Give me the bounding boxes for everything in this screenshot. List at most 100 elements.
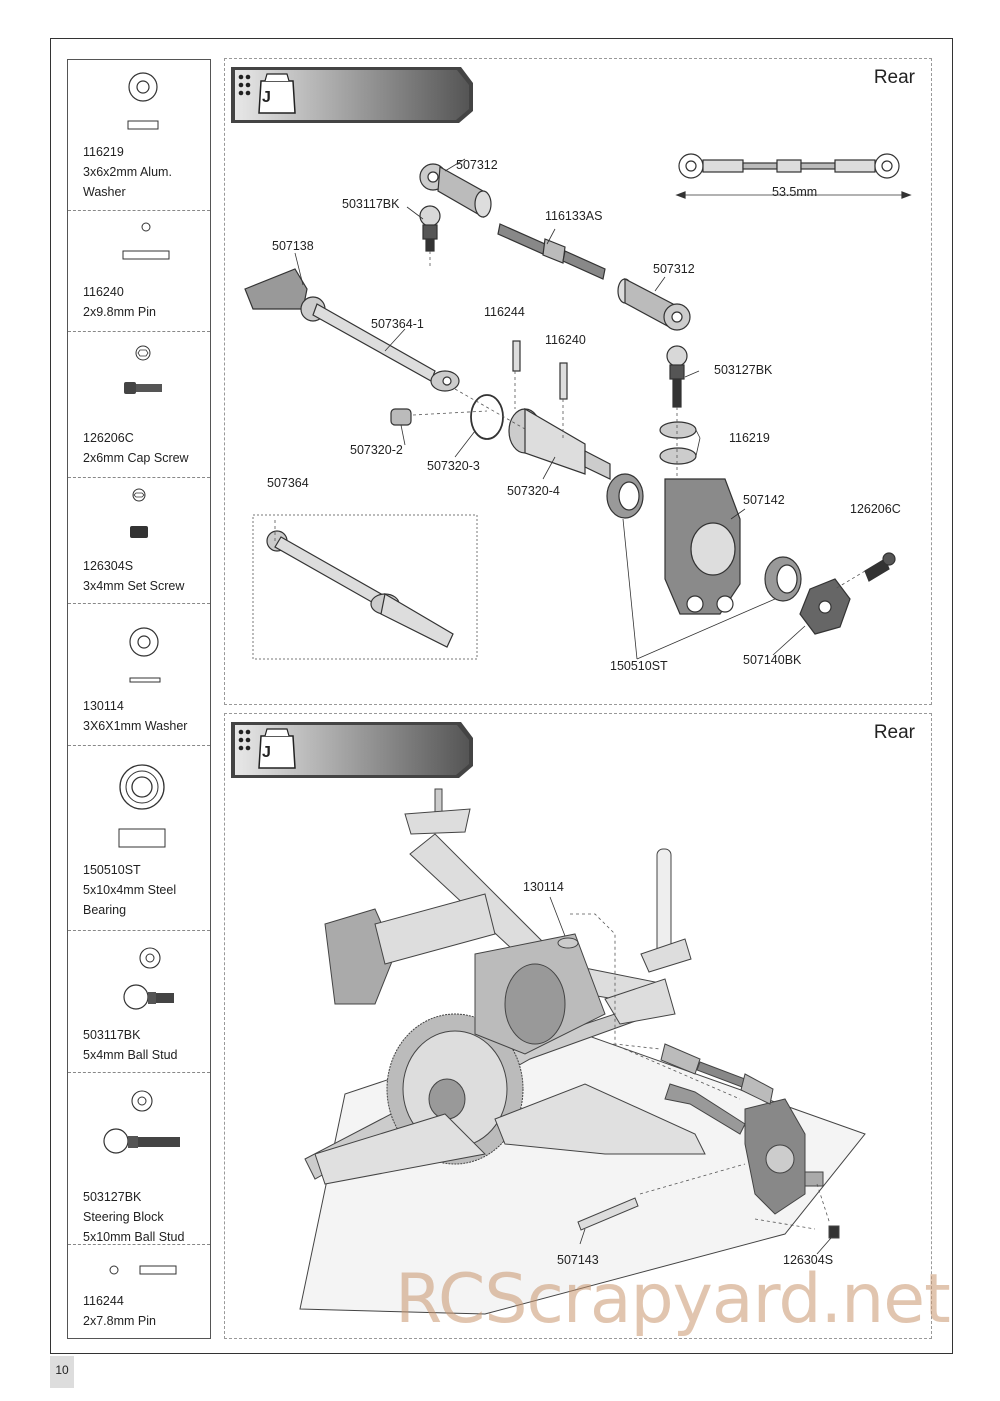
label-126206C: 126206C (850, 502, 901, 516)
bearing-150510ST (764, 556, 802, 602)
bag-letter: J (262, 744, 271, 761)
part-code: 503127BK (83, 1190, 142, 1204)
label-507364: 507364 (267, 476, 309, 490)
cup-507320-2 (390, 408, 412, 426)
bag-icon (258, 73, 296, 114)
part-116240: 116240 2x9.8mm Pin (68, 211, 210, 332)
part-desc: 5x4mm Ball Stud (83, 1048, 178, 1062)
pin-icon (109, 1265, 177, 1275)
part-desc: 2x7.8mm Pin (83, 1314, 156, 1328)
driveshaft-507364 (266, 530, 454, 648)
set-screw-126304S (828, 1225, 840, 1239)
label-116219: 116219 (729, 431, 770, 445)
part-desc: 2x9.8mm Pin (83, 305, 156, 319)
step-panel-2: J Rear (224, 713, 932, 1339)
label-507320-3: 507320-3 (427, 459, 480, 473)
part-code: 150510ST (83, 863, 141, 877)
left-hub-assembly (324, 893, 496, 1005)
part-116244: 116244 2x7.8mm Pin (68, 1245, 210, 1338)
washer-icon (127, 72, 159, 130)
rod-end-507312 (617, 278, 691, 331)
part-code: 126304S (83, 559, 134, 573)
gearbox (474, 933, 606, 1055)
page-number: 10 (50, 1356, 74, 1388)
label-507140BK: 507140BK (743, 653, 802, 667)
bag-dots-icon (238, 74, 251, 96)
label-507320-4: 507320-4 (507, 484, 560, 498)
pin-507143 (577, 1197, 639, 1231)
label-116240: 116240 (545, 333, 586, 347)
label-507312: 507312 (653, 262, 695, 276)
label-116133AS: 116133AS (545, 209, 603, 223)
bag-letter: J (262, 89, 271, 106)
label-507138: 507138 (272, 239, 314, 253)
label-507143: 507143 (557, 1253, 599, 1267)
suspension-arm (494, 1083, 706, 1155)
label-507364-1: 507364-1 (371, 317, 424, 331)
part-code: 503117BK (83, 1028, 141, 1042)
part-desc: 3x6x2mm Alum. (83, 165, 172, 179)
ball-stud-503117BK (419, 205, 441, 252)
part-116219: 116219 3x6x2mm Alum. Washer (68, 60, 210, 211)
part-code: 116219 (83, 145, 124, 159)
bag-icon (258, 728, 296, 769)
part-code: 130114 (83, 699, 124, 713)
washer-116219 (659, 421, 697, 439)
bearing-150510ST (606, 473, 644, 519)
wheel-hex-507140BK (799, 578, 851, 635)
label-126304S: 126304S (783, 1253, 834, 1267)
label-116244: 116244 (484, 305, 525, 319)
rear-upper-brace (404, 788, 676, 1025)
cap-screw-126206C (864, 552, 896, 582)
part-126304S: 126304S 3x4mm Set Screw (68, 478, 210, 604)
label-503117BK: 503117BK (342, 197, 400, 211)
part-desc: 5x10mm Ball Stud (83, 1230, 185, 1244)
washer-116219 (659, 447, 697, 465)
parts-list: 116219 3x6x2mm Alum. Washer 116240 2x9.8… (67, 59, 211, 1339)
pin-icon (122, 222, 170, 260)
part-desc: 2x6mm Cap Screw (83, 451, 189, 465)
ball-stud-503127BK (666, 345, 688, 408)
set-screw-icon (130, 488, 148, 538)
part-503117BK: 503117BK 5x4mm Ball Stud (68, 931, 210, 1073)
step-panel-1: J Rear (224, 58, 932, 705)
part-503127BK: 503127BK Steering Block 5x10mm Ball Stud (68, 1073, 210, 1245)
part-desc: Bearing (83, 903, 127, 917)
body-post (640, 848, 692, 973)
rear-hub-carrier (744, 1098, 824, 1215)
page-frame (50, 38, 953, 1354)
pin-116244 (512, 340, 521, 372)
view-label: Rear (873, 67, 915, 88)
part-desc: 3X6X1mm Washer (83, 719, 188, 733)
clip-507320-3 (470, 394, 504, 440)
watermark: RCScrapyard.net (395, 1260, 951, 1339)
hub-carrier-507142 (664, 478, 741, 615)
part-desc: Steering Block (83, 1210, 164, 1224)
washer-130114 (557, 937, 579, 949)
bearing-icon (118, 764, 166, 848)
label-130114: 130114 (523, 880, 564, 894)
chassis-assembly-diagram (299, 788, 866, 1315)
part-code: 116240 (83, 285, 124, 299)
exploded-diagram (244, 153, 912, 660)
cap-screw-icon (124, 345, 162, 394)
turnbuckle-dimension-drawing (675, 153, 912, 199)
dimension-label: 53.5mm (772, 185, 818, 199)
ball-stud-icon (103, 1090, 180, 1154)
rod-end-507312 (419, 163, 492, 219)
turnbuckle-link (660, 1043, 774, 1135)
part-130114: 130114 3X6X1mm Washer (68, 604, 210, 746)
bag-dots-icon (238, 729, 251, 751)
part-desc: Washer (83, 185, 126, 199)
part-desc: 3x4mm Set Screw (83, 579, 185, 593)
step-header (231, 67, 473, 123)
turnbuckle-116133AS (497, 223, 606, 280)
ball-stud-icon (123, 947, 174, 1010)
washer-icon (129, 627, 161, 683)
pin-116240 (559, 362, 568, 400)
label-507320-2: 507320-2 (350, 443, 403, 457)
part-code: 126206C (83, 431, 134, 445)
driveshaft-507364-1 (244, 268, 460, 392)
view-label: Rear (873, 722, 915, 743)
part-desc: 5x10x4mm Steel (83, 883, 177, 897)
